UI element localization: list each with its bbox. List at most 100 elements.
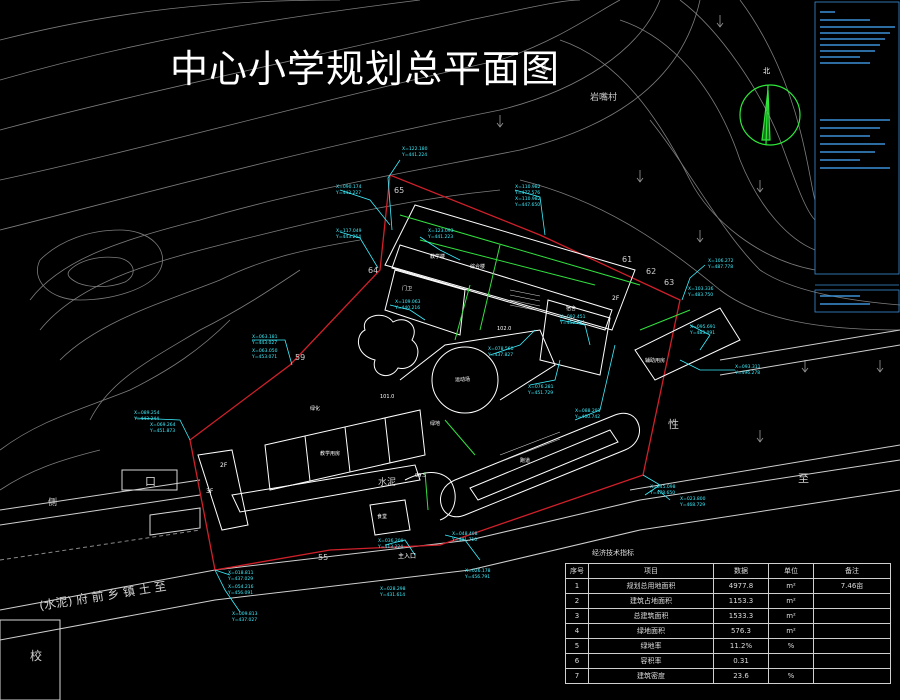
contour-lines [0,0,900,491]
floor-label-3f: 3F [206,488,214,495]
table-cell [768,653,814,669]
table-cell: 7.46亩 [813,578,891,594]
table-header: 数据 [713,563,769,579]
table-cell [813,668,891,684]
table-header-row: 序号 项目 数据 单位 备注 [565,563,891,579]
table-cell: m² [768,608,814,624]
slope-arrows [496,15,884,443]
indicator-table: 序号 项目 数据 单位 备注 1 规划总用地面积 4977.8 m² 7.46亩… [565,563,891,684]
table-cell: 23.6 [713,668,769,684]
svg-text:Y=456.791: Y=456.791 [464,574,490,580]
road-char-ce: 侧 [48,496,57,508]
svg-text:Y=413.224: Y=413.224 [377,544,403,550]
table-cell [813,593,891,609]
svg-text:X=045.098: X=045.098 [650,484,676,490]
svg-text:Y=477.576: Y=477.576 [514,190,540,196]
contour-label-55: 55 [318,553,328,562]
plan-title: 中心小学规划总平面图 [170,47,561,91]
table-cell: 0.31 [713,653,769,669]
floor-label-left: 2F [220,462,228,469]
svg-text:X=023.800: X=023.800 [680,496,706,502]
svg-text:Y=451.873: Y=451.873 [149,428,175,434]
svg-text:门卫: 门卫 [402,285,412,292]
roads [0,329,900,641]
table-cell [813,653,891,669]
table-row: 7 建筑密度 23.6 % [565,668,891,684]
svg-text:X=122.180: X=122.180 [402,146,428,152]
floor-label-right: 2F [612,295,620,302]
table-cell: m² [768,623,814,639]
table-cell: 绿地率 [588,638,714,654]
village-label: 岩嘴村 [590,91,617,103]
road-char-zhi: 至 [798,472,809,485]
table-cell: 4 [565,623,589,639]
table-cell: 4977.8 [713,578,769,594]
notes-text-lines [820,11,895,305]
svg-text:X=078.560: X=078.560 [488,346,514,352]
table-cell [813,608,891,624]
axis-lines [399,214,691,511]
svg-text:102.0: 102.0 [497,326,511,332]
svg-text:辅助用房: 辅助用房 [645,357,665,364]
road-char-xing: 性 [668,417,679,431]
road-label-main: (水泥) 府 前 乡 镇 土 至 [38,578,167,613]
svg-text:Y=453.071: Y=453.071 [251,354,277,360]
table-cell: 7 [565,668,589,684]
road-label-cement: 水泥 [378,476,396,488]
svg-text:Y=496.278: Y=496.278 [734,370,760,376]
table-header: 序号 [565,563,589,579]
svg-text:X=009.813: X=009.813 [232,611,258,617]
svg-text:Y=443.227: Y=443.227 [335,190,361,196]
table-row: 3 总建筑面积 1533.3 m² [565,608,891,624]
svg-text:99.5: 99.5 [415,473,426,479]
road-char-jiao: 校 [30,648,42,663]
svg-text:Y=441.710: Y=441.710 [451,537,477,543]
svg-text:Y=437.029: Y=437.029 [227,576,253,582]
svg-text:Y=452.281: Y=452.281 [559,320,585,326]
svg-text:教学楼: 教学楼 [430,253,445,260]
svg-text:Y=443.027: Y=443.027 [251,340,277,346]
svg-text:X=093.311: X=093.311 [735,364,761,370]
contour-label-59: 59 [295,353,305,362]
entrance-label: 主入口 [398,552,416,560]
coordinate-leaders [134,159,735,613]
table-cell: 576.3 [713,623,769,639]
svg-text:Y=437.027: Y=437.027 [231,617,257,623]
table-cell: 3 [565,608,589,624]
svg-text:X=110.982: X=110.982 [515,184,541,190]
north-label: 北 [763,67,770,75]
contour-label-63: 63 [664,278,674,287]
svg-text:X=109.063: X=109.063 [395,299,421,305]
table-cell: 容积率 [588,653,714,669]
svg-text:宿舍: 宿舍 [566,305,576,312]
svg-text:绿化: 绿化 [310,405,320,412]
table-row: 5 绿地率 11.2% % [565,638,891,654]
contour-label-61: 61 [622,255,632,264]
road-char-kou: 口 [145,475,156,488]
svg-text:X=090.174: X=090.174 [336,184,362,190]
svg-text:Y=441.224: Y=441.224 [401,152,427,158]
svg-text:Y=440.216: Y=440.216 [394,305,420,311]
svg-text:Y=447.650: Y=447.650 [514,202,540,208]
table-row: 2 建筑占地面积 1153.3 m² [565,593,891,609]
svg-text:Y=437.827: Y=437.827 [487,352,513,358]
indicator-table-caption: 经济技术指标 [592,549,634,557]
table-cell: 总建筑面积 [588,608,714,624]
contour-label-65: 65 [394,186,404,195]
svg-text:X=110.982: X=110.982 [515,196,541,202]
contour-label-64: 64 [368,266,378,275]
contour-label-62: 62 [646,267,656,276]
table-cell: 绿地面积 [588,623,714,639]
outside-buildings [0,469,201,700]
north-arrow-icon [739,84,801,146]
table-cell: % [768,668,814,684]
svg-text:Y=431.614: Y=431.614 [379,592,405,598]
svg-text:绿地: 绿地 [430,420,440,427]
svg-text:X=018.811: X=018.811 [228,570,254,576]
table-header: 备注 [813,563,891,579]
table-cell: 建筑占地面积 [588,593,714,609]
notes-block [814,1,900,313]
svg-text:X=063.181: X=063.181 [252,334,278,340]
